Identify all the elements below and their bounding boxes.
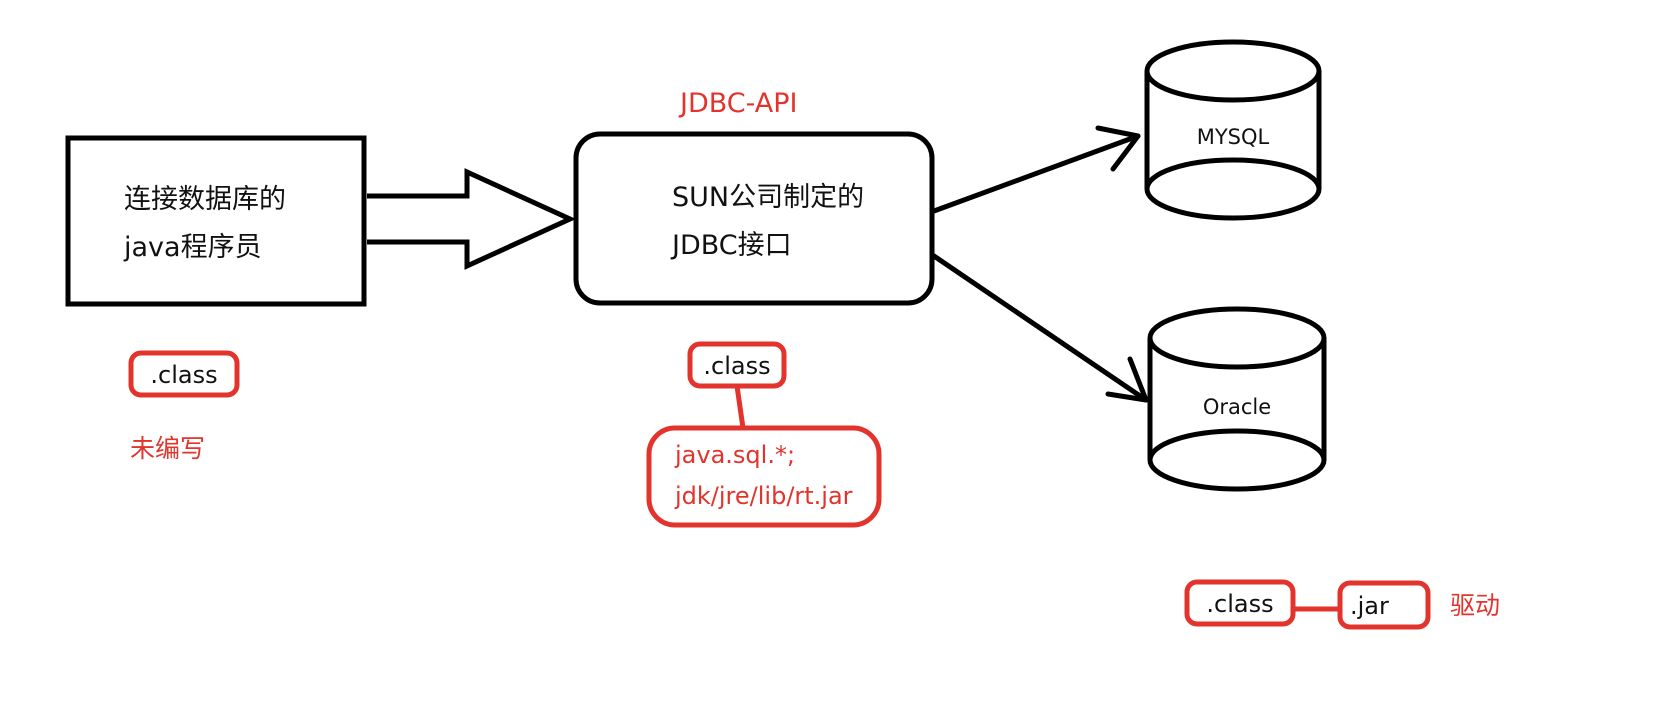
driver-class-tag-text: .class xyxy=(1206,590,1273,618)
driver-jar-tag-border xyxy=(1337,580,1431,630)
hollow-block-arrow xyxy=(367,168,577,270)
programmer-class-tag-text: .class xyxy=(150,361,217,389)
jdbc-interface-box: SUN公司制定的 JDBC接口 xyxy=(573,131,935,306)
driver-group: .class .jar 驱动 xyxy=(1184,579,1500,630)
programmer-box-border xyxy=(65,135,367,307)
jdbc-class-tag-text: .class xyxy=(703,352,770,380)
jdbc-location-line1: java.sql.*; xyxy=(674,441,795,469)
programmer-box-line2: java程序员 xyxy=(123,232,262,263)
jdbc-box-line1: SUN公司制定的 xyxy=(672,182,864,213)
database-label-mysql: MYSQL xyxy=(1197,125,1270,149)
jdbc-api-label: JDBC-API xyxy=(678,88,798,119)
programmer-box-line1: 连接数据库的 xyxy=(124,184,286,215)
database-cylinder-oracle: Oracle xyxy=(1147,306,1327,492)
driver-class-tag-border xyxy=(1184,579,1296,627)
connector-line xyxy=(734,385,746,429)
jdbc-box-line2: JDBC接口 xyxy=(670,230,792,261)
driver-jar-tag-text: .jar xyxy=(1350,592,1389,620)
programmer-class-tag: .class xyxy=(128,350,240,398)
arrow-to-oracle xyxy=(931,253,1149,403)
not-written-note: 未编写 xyxy=(130,434,205,463)
arrow-to-mysql xyxy=(931,125,1141,214)
database-label-oracle: Oracle xyxy=(1203,395,1271,419)
jdbc-location-line2: jdk/jre/lib/rt.jar xyxy=(674,482,853,510)
database-cylinder-mysql: MYSQL xyxy=(1144,39,1322,221)
driver-label: 驱动 xyxy=(1450,591,1500,620)
jdbc-interface-box-border xyxy=(573,131,935,306)
jdbc-location-box: java.sql.*; jdk/jre/lib/rt.jar xyxy=(646,425,882,528)
programmer-box: 连接数据库的 java程序员 xyxy=(65,135,367,307)
jdbc-class-tag: .class xyxy=(687,341,787,389)
